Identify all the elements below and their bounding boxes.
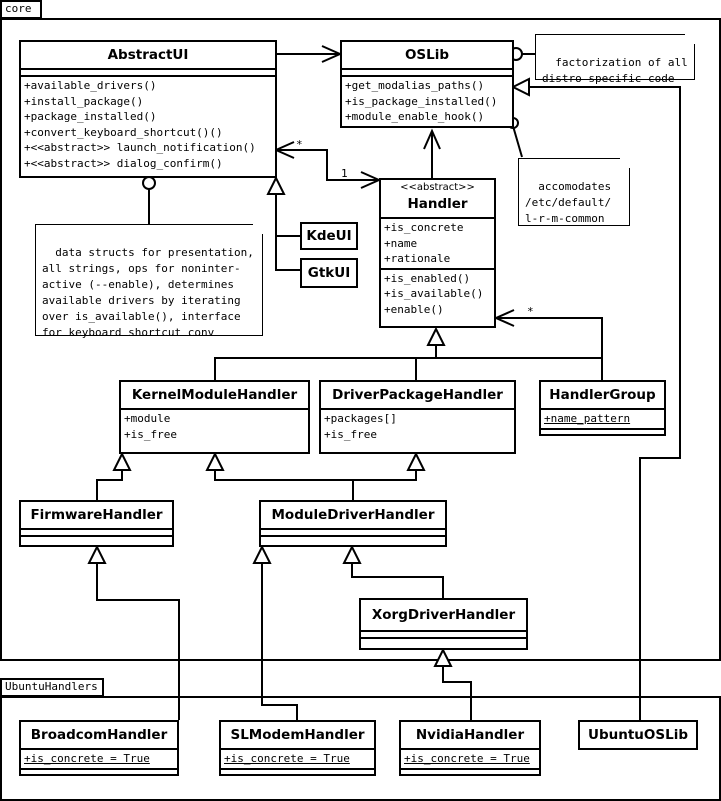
module-driver-handler-operations xyxy=(261,535,445,542)
kdeui-class-name: KdeUI xyxy=(306,228,352,244)
abstractui-op: +<<abstract>> launch_notification() xyxy=(24,141,256,154)
handler-class-name: Handler xyxy=(407,196,468,212)
broadcom-handler-class-name: BroadcomHandler xyxy=(30,727,168,743)
ubuntu-handlers-package xyxy=(0,696,721,801)
handler-stereotype: <<abstract>> xyxy=(400,182,475,193)
kdeui-class[interactable]: KdeUI xyxy=(300,222,358,250)
abstractui-op: +available_drivers() xyxy=(24,79,157,92)
oslib-op: +get_modalias_paths() xyxy=(345,79,485,92)
factorization-note-text: factorization of all distro specific cod… xyxy=(542,56,688,85)
driver-package-handler-class-name: DriverPackageHandler xyxy=(332,387,503,403)
abstractui-attributes xyxy=(21,68,275,75)
firmware-handler-class[interactable]: FirmwareHandler xyxy=(19,500,174,547)
handler-operations: +is_enabled() +is_available() +enable() xyxy=(381,267,494,319)
handler-op: +enable() xyxy=(384,302,444,316)
kernel-module-handler-attr: +is_free xyxy=(124,427,177,441)
xorg-driver-handler-operations xyxy=(361,637,526,644)
nvidia-handler-class-name: NvidiaHandler xyxy=(415,727,525,743)
gtkui-class[interactable]: GtkUI xyxy=(300,258,358,288)
factorization-note: factorization of all distro specific cod… xyxy=(535,33,696,85)
slmodem-handler-class-name: SLModemHandler xyxy=(230,727,365,743)
handler-op: +is_available() xyxy=(384,287,484,300)
multiplicity-ui-handler-one: 1 xyxy=(341,167,348,180)
data-structs-note: data structs for presentation, all strin… xyxy=(35,223,264,339)
slmodem-handler-attr: +is_concrete = True xyxy=(224,752,350,765)
gtkui-class-name: GtkUI xyxy=(307,265,351,281)
handler-attributes: +is_concrete +name +rationale xyxy=(381,217,494,268)
slmodem-handler-class[interactable]: SLModemHandler +is_concrete = True xyxy=(219,720,376,776)
note-fold-icon xyxy=(620,157,631,168)
firmware-handler-operations xyxy=(21,535,172,542)
multiplicity-group-handler-many: * xyxy=(527,305,534,318)
module-driver-handler-attributes xyxy=(261,528,445,535)
broadcom-handler-attributes: +is_concrete = True xyxy=(21,748,177,768)
accomodates-note-text: accomodates /etc/default/ l-r-m-common xyxy=(525,180,612,225)
kernel-module-handler-attr: +module xyxy=(124,412,171,425)
module-driver-handler-class[interactable]: ModuleDriverHandler xyxy=(259,500,447,547)
driver-package-handler-attr: +packages[] xyxy=(324,412,397,425)
abstractui-op: +convert_keyboard_shortcut()() xyxy=(24,125,223,139)
handler-attr: +rationale xyxy=(384,252,451,265)
handler-class[interactable]: <<abstract>> Handler +is_concrete +name … xyxy=(379,178,496,328)
core-package xyxy=(0,18,721,661)
handler-attr: +is_concrete xyxy=(384,221,464,234)
broadcom-handler-operations xyxy=(21,767,177,775)
firmware-handler-attributes xyxy=(21,528,172,535)
firmware-handler-class-name: FirmwareHandler xyxy=(30,507,163,523)
driver-package-handler-attributes: +packages[] +is_free xyxy=(321,408,514,443)
module-driver-handler-class-name: ModuleDriverHandler xyxy=(271,507,435,523)
handler-group-operations xyxy=(541,427,664,435)
oslib-operations: +get_modalias_paths() +is_package_instal… xyxy=(342,75,512,126)
abstractui-class[interactable]: AbstractUI +available_drivers() +install… xyxy=(19,40,277,178)
nvidia-handler-attr: +is_concrete = True xyxy=(404,752,530,765)
oslib-class-name: OSLib xyxy=(404,47,450,63)
oslib-op: +module_enable_hook() xyxy=(345,110,485,123)
abstractui-op: +install_package() xyxy=(24,94,144,108)
ubuntu-oslib-class-name: UbuntuOSLib xyxy=(587,727,688,743)
oslib-op: +is_package_installed() xyxy=(345,94,498,108)
kernel-module-handler-class-name: KernelModuleHandler xyxy=(131,387,298,403)
abstractui-class-name: AbstractUI xyxy=(107,47,189,63)
xorg-driver-handler-class-name: XorgDriverHandler xyxy=(371,607,516,623)
oslib-class[interactable]: OSLib +get_modalias_paths() +is_package_… xyxy=(340,40,514,128)
abstractui-operations: +available_drivers() +install_package() … xyxy=(21,75,275,172)
handler-group-class[interactable]: HandlerGroup +name_pattern xyxy=(539,380,666,436)
abstractui-op: +<<abstract>> dialog_confirm() xyxy=(24,156,223,170)
handler-attr: +name xyxy=(384,236,418,250)
broadcom-handler-class[interactable]: BroadcomHandler +is_concrete = True xyxy=(19,720,179,776)
handler-group-attr: +name_pattern xyxy=(544,412,631,425)
nvidia-handler-attributes: +is_concrete = True xyxy=(401,748,539,768)
slmodem-handler-attributes: +is_concrete = True xyxy=(221,748,374,768)
kernel-module-handler-attributes: +module +is_free xyxy=(121,408,308,443)
oslib-attributes xyxy=(342,68,512,75)
data-structs-note-text: data structs for presentation, all strin… xyxy=(42,246,254,339)
multiplicity-ui-handler-many: * xyxy=(296,138,303,151)
xorg-driver-handler-attributes xyxy=(361,630,526,637)
broadcom-handler-attr: +is_concrete = True xyxy=(24,752,150,765)
handler-group-attributes: +name_pattern xyxy=(541,408,664,428)
nvidia-handler-class[interactable]: NvidiaHandler +is_concrete = True xyxy=(399,720,541,776)
driver-package-handler-attr: +is_free xyxy=(324,427,377,441)
kernel-module-handler-class[interactable]: KernelModuleHandler +module +is_free xyxy=(119,380,310,454)
handler-group-class-name: HandlerGroup xyxy=(549,387,656,403)
ubuntu-oslib-class[interactable]: UbuntuOSLib xyxy=(578,720,698,750)
note-fold-icon xyxy=(685,33,696,44)
slmodem-handler-operations xyxy=(221,767,374,775)
driver-package-handler-class[interactable]: DriverPackageHandler +packages[] +is_fre… xyxy=(319,380,516,454)
handler-op: +is_enabled() xyxy=(384,271,471,285)
accomodates-note: accomodates /etc/default/ l-r-m-common xyxy=(518,157,631,226)
abstractui-op: +package_installed() xyxy=(24,110,157,123)
note-fold-icon xyxy=(253,223,264,234)
nvidia-handler-operations xyxy=(401,767,539,775)
xorg-driver-handler-class[interactable]: XorgDriverHandler xyxy=(359,598,528,650)
